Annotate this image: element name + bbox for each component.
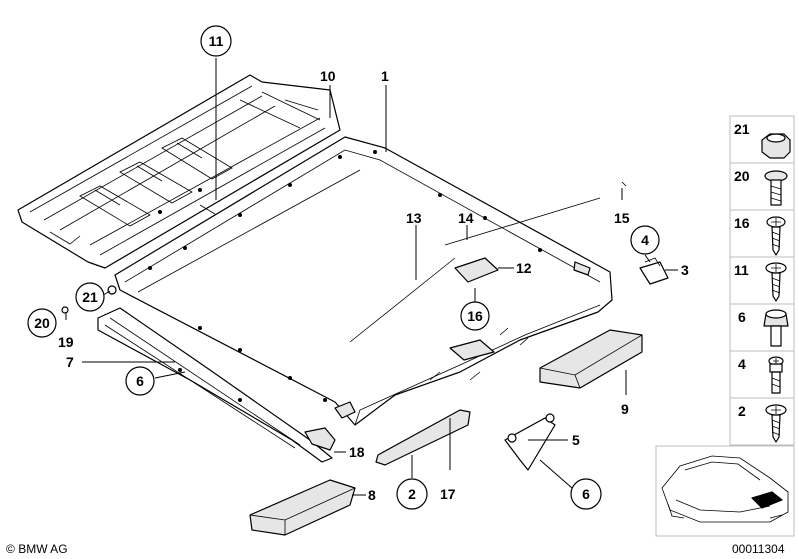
callout-circle-11 [200,25,232,57]
brand-name: BMW AG [18,542,67,556]
torx-screw-icon [768,356,784,394]
callout-17: 17 [440,486,456,502]
callout-circle-6a [125,366,155,396]
brand-footer: © BMW AG [6,542,68,556]
trim-strip-17 [375,409,471,466]
screw-icon [766,216,786,256]
callout-21: 21 [82,289,98,305]
nut-icon [761,133,791,159]
callout-circle-4 [630,225,660,255]
callout-10: 10 [320,68,336,84]
callout-circle-2 [396,478,428,510]
self-tapping-screw-icon [765,404,787,443]
callout-circle-6b [570,478,602,510]
callout-14: 14 [458,210,474,226]
callout-7: 7 [66,354,74,370]
floor-details [349,181,627,381]
strip-label-11: 11 [734,262,749,278]
callout-13: 13 [406,210,422,226]
clip-3 [639,257,669,285]
callout-circle-16 [460,301,490,331]
callout-6a: 6 [136,373,144,389]
strip-label-21: 21 [734,121,750,137]
bolt-icon [764,170,788,206]
callout-16: 16 [467,308,483,324]
strip-label-20: 20 [734,168,750,184]
callout-19: 19 [58,334,74,350]
callout-labels: 11 10 1 13 14 15 4 3 12 16 21 20 19 7 6 … [27,25,689,510]
washer-19-part [61,306,69,314]
callout-18: 18 [349,444,365,460]
callout-11: 11 [209,33,224,49]
callout-4: 4 [641,232,649,248]
callout-circle-20 [27,308,57,338]
callout-15: 15 [614,210,630,226]
nut-21-part [107,285,117,295]
strip-label-6: 6 [738,309,746,325]
vehicle-locator-thumbnail [655,445,795,537]
callout-6b: 6 [582,486,590,502]
hex-bolt-icon [763,309,789,347]
strip-label-2: 2 [738,403,746,419]
callout-9: 9 [621,401,629,417]
callout-1: 1 [381,68,389,84]
callout-2: 2 [408,486,416,502]
callout-8: 8 [368,487,376,503]
callout-20: 20 [34,315,50,331]
copyright-symbol: © [6,542,15,556]
floor-panel-10 [17,74,341,269]
callout-5: 5 [572,432,580,448]
diagram-number: 00011304 [732,542,785,556]
side-rail-7 [97,307,333,463]
callout-3: 3 [681,262,689,278]
cover-box-9 [539,329,643,389]
strip-label-16: 16 [734,215,750,231]
cover-box-8 [249,479,356,536]
flange-screw-icon [765,262,787,302]
bracket-5 [504,413,556,471]
callout-12: 12 [516,260,532,276]
leader-lines [65,58,678,496]
strip-label-4: 4 [738,356,746,372]
fastener-strip: 21 20 16 11 6 4 2 [729,115,795,446]
callout-circle-21 [75,282,105,312]
bracket-18 [304,427,336,451]
